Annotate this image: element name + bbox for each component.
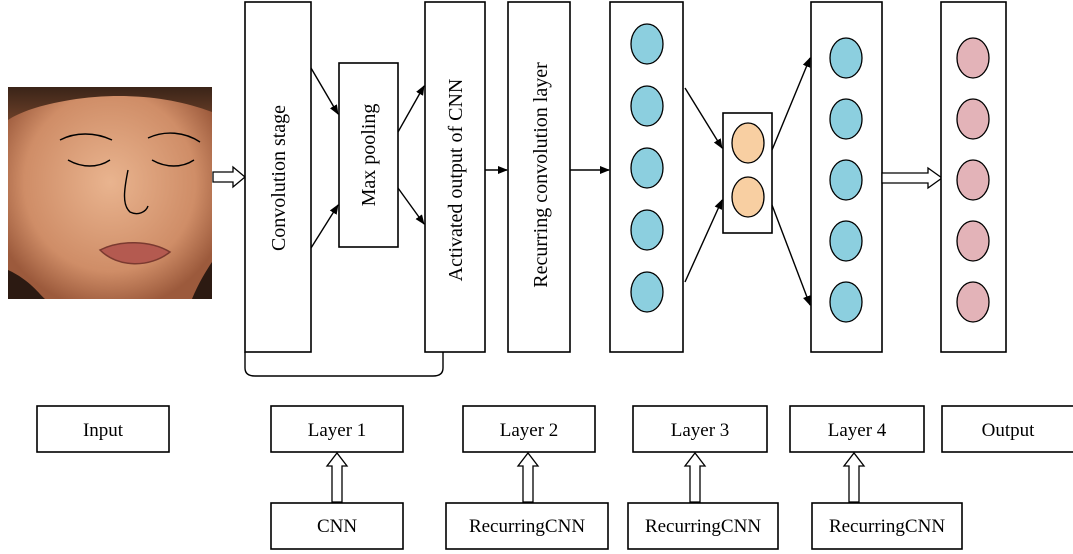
rcnn2-source-label: RecurringCNN <box>469 516 585 537</box>
arrow-conv-to-pool-top <box>310 67 339 115</box>
layer-b-node-1 <box>829 37 863 79</box>
cnn-source-box <box>270 502 404 550</box>
arrow-bottleneck-to-layer-b-bottom <box>771 204 811 306</box>
layer3-label-box <box>632 405 768 453</box>
output-label: Output <box>982 420 1036 441</box>
arrow-pool-to-act-bottom <box>397 187 425 225</box>
arrow-pool-to-act-top <box>397 85 425 133</box>
layer4-label: Layer 4 <box>828 420 887 441</box>
output-node-2 <box>956 98 990 140</box>
layer-a-node-2 <box>630 85 664 127</box>
bottleneck-nodes <box>731 122 765 218</box>
bottleneck-node-1 <box>731 122 765 164</box>
layer4-label-box <box>789 405 925 453</box>
layer-b-node-5 <box>829 281 863 323</box>
layer-b-node-2 <box>829 98 863 140</box>
convolution-stage-box <box>244 1 312 353</box>
rcnn4-source-box <box>811 502 963 550</box>
layer2-label: Layer 2 <box>500 420 559 441</box>
arrow-conv-to-pool-bottom <box>310 204 339 249</box>
layer-b-nodes <box>829 37 863 323</box>
rcnn3-source-box <box>627 502 779 550</box>
output-node-4 <box>956 220 990 262</box>
max-pooling-label: Max pooling <box>358 104 380 207</box>
rcnn2-source-box <box>445 502 609 550</box>
rcnn3-source-label: RecurringCNN <box>645 516 761 537</box>
layer1-label-box <box>270 405 404 453</box>
rcnn-to-layer2-up-arrow <box>516 451 540 503</box>
arrow-layer-a-to-bottleneck-top <box>684 87 723 149</box>
bottleneck-node-2 <box>731 176 765 218</box>
layer3-label: Layer 3 <box>671 420 730 441</box>
output-node-1 <box>956 37 990 79</box>
layer-b-to-output-hollow-arrow <box>881 166 944 190</box>
input-label: Input <box>83 420 124 441</box>
activated-output-label: Activated output of CNN <box>445 79 467 282</box>
layer-b-node-3 <box>829 159 863 201</box>
input-to-conv-hollow-arrow <box>212 165 247 189</box>
feedback-loop <box>244 352 444 377</box>
output-nodes <box>956 37 990 323</box>
recurring-conv-layer-box <box>507 1 571 353</box>
layer-a-node-3 <box>630 147 664 189</box>
layer-b-node-4 <box>829 220 863 262</box>
rcnn4-source-label: RecurringCNN <box>829 516 945 537</box>
cnn-source-label: CNN <box>317 516 357 537</box>
output-node-5 <box>956 281 990 323</box>
layer-a-node-1 <box>630 23 664 65</box>
activated-output-box <box>424 1 486 353</box>
convolution-stage-label: Convolution stage <box>268 105 290 251</box>
arrow-layer-a-to-bottleneck-bottom <box>684 199 723 283</box>
layer-a-nodes <box>630 23 664 313</box>
rcnn-to-layer4-up-arrow <box>842 451 866 503</box>
arrow-bottleneck-to-layer-b-top <box>771 57 811 151</box>
layer1-label: Layer 1 <box>308 420 367 441</box>
output-node-3 <box>956 159 990 201</box>
layer2-label-box <box>462 405 596 453</box>
layer-a-node-5 <box>630 271 664 313</box>
cnn-to-layer1-up-arrow <box>325 451 349 503</box>
output-label-box <box>941 405 1073 453</box>
max-pooling-box <box>338 62 399 248</box>
input-face-image <box>8 87 212 299</box>
input-label-box <box>36 405 170 453</box>
layer-a-node-4 <box>630 209 664 251</box>
rcnn-to-layer3-up-arrow <box>683 451 707 503</box>
recurring-conv-layer-label: Recurring convolution layer <box>530 62 552 288</box>
